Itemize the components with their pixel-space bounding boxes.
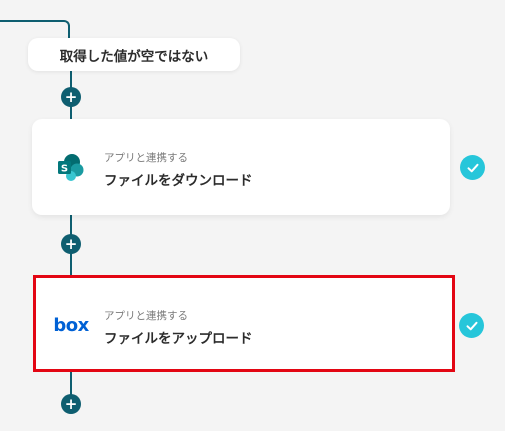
svg-text:S: S (61, 164, 68, 175)
sharepoint-icon: S (54, 151, 86, 183)
status-check-icon (459, 313, 484, 338)
status-check-icon (460, 155, 485, 180)
add-step-button[interactable]: + (61, 394, 81, 414)
step-title: ファイルをアップロード (104, 331, 253, 347)
condition-label[interactable]: 取得した値が空ではない (28, 38, 240, 71)
add-step-button[interactable]: + (61, 87, 81, 107)
add-step-button[interactable]: + (61, 234, 81, 254)
flow-connector-line (70, 372, 72, 412)
box-logo-icon: box (53, 314, 89, 336)
step-subtitle: アプリと連携する (104, 310, 188, 322)
step-card-upload[interactable]: box アプリと連携する ファイルをアップロード (33, 275, 455, 372)
flow-connector-top (0, 20, 70, 40)
step-card-download[interactable]: S アプリと連携する ファイルをダウンロード (32, 119, 450, 215)
step-subtitle: アプリと連携する (104, 152, 188, 164)
step-title: ファイルをダウンロード (104, 173, 253, 189)
